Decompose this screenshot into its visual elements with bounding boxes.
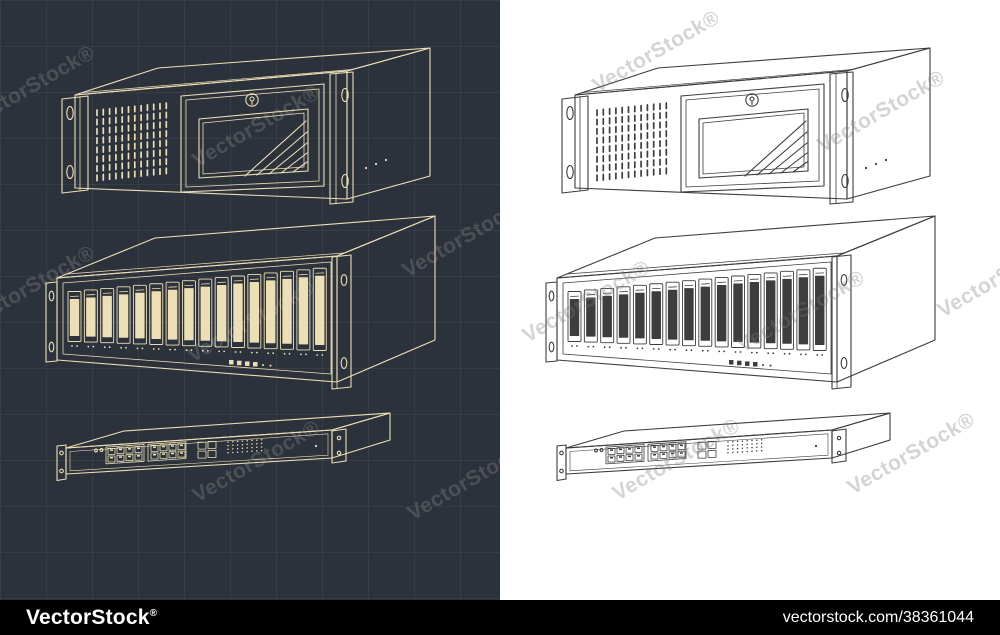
- vectorstock-brand: VectorStock®: [26, 606, 157, 630]
- server-chassis-drawing: [561, 47, 931, 205]
- light-blueprint-panel: VectorStock® VectorStock® VectorStock® V…: [500, 0, 1000, 600]
- light-blueprint-drawing: [545, 47, 936, 482]
- dark-blueprint-panel: VectorStock® VectorStock® VectorStock® V…: [0, 0, 500, 600]
- server-chassis-drawing: [61, 47, 431, 205]
- blueprint-panels: VectorStock® VectorStock® VectorStock® V…: [0, 0, 1000, 600]
- brand-text: VectorStock: [26, 605, 150, 629]
- brand-registered-mark: ®: [149, 607, 158, 619]
- equipment-blueprints: [45, 47, 436, 482]
- disk-array-drawing: [45, 215, 436, 390]
- dark-blueprint-drawing: [45, 47, 436, 482]
- equipment-blueprints: [545, 47, 936, 482]
- footer-watermark-bar: VectorStock® vectorstock.com/38361044: [0, 600, 1000, 635]
- network-switch-drawing: [56, 412, 391, 482]
- network-switch-drawing: [556, 412, 891, 482]
- disk-array-drawing: [545, 215, 936, 390]
- image-url-text: vectorstock.com/38361044: [782, 608, 974, 626]
